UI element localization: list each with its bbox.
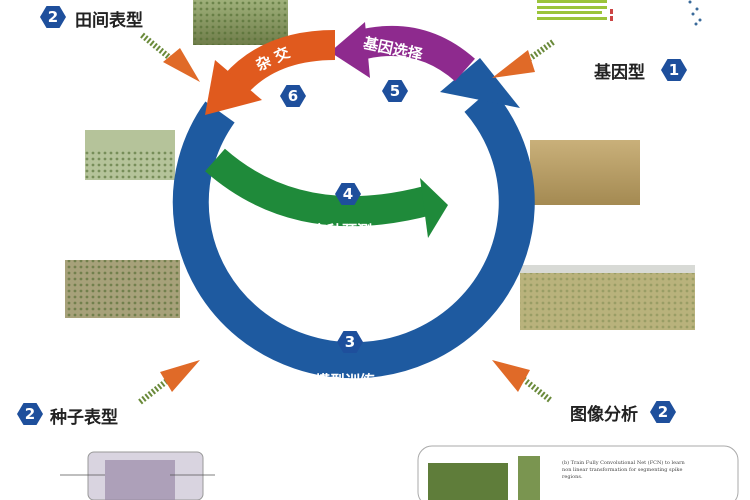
field-photo-right-2	[520, 265, 695, 330]
field-photo-left-1	[85, 130, 175, 180]
field-photo-top	[193, 0, 288, 45]
dashed-orange-arrow-top-left	[140, 32, 200, 82]
fcn-figure-panel	[417, 445, 739, 500]
green-arrowhead	[420, 178, 448, 238]
breeding-prediction-label: 育种预测	[312, 222, 373, 240]
step-2-image-badge: 2	[650, 401, 676, 423]
step-3-badge: 3	[337, 331, 363, 353]
ring-arrowhead	[440, 58, 520, 108]
purple-arrowhead	[330, 22, 370, 78]
dashed-orange-arrow-top-right	[492, 39, 555, 78]
step-4-badge: 4	[335, 183, 361, 205]
genotype-label: 基因型	[594, 63, 645, 83]
breeding-prediction-arrow	[205, 148, 434, 227]
field-phenotype-label: 田间表型	[75, 11, 143, 31]
crossing-arrow	[223, 30, 336, 96]
fcn-figure-caption: (b) Train Fully Convolutional Net (FCN) …	[562, 460, 685, 480]
orange-arrowhead	[205, 60, 262, 115]
seed-scanner-device	[60, 451, 215, 500]
genotype-data-graphic	[537, 0, 702, 26]
seed-phenotype-label: 种子表型	[50, 408, 118, 428]
step-6-badge: 6	[280, 85, 306, 107]
step-2-seed-badge: 2	[17, 403, 43, 425]
model-training-label: 模型训练	[315, 372, 376, 390]
image-analysis-label: 图像分析	[570, 405, 638, 425]
gene-selection-arrow	[356, 25, 475, 82]
field-photo-left-2	[65, 260, 180, 318]
step-5-badge: 5	[382, 80, 408, 102]
dashed-orange-arrow-bottom-left	[138, 360, 200, 405]
field-photo-right-1	[530, 140, 640, 205]
model-training-ring	[172, 88, 535, 379]
dashed-orange-arrow-bottom-right	[492, 360, 552, 403]
step-1-badge: 1	[661, 59, 687, 81]
step-2-badge: 2	[40, 6, 66, 28]
